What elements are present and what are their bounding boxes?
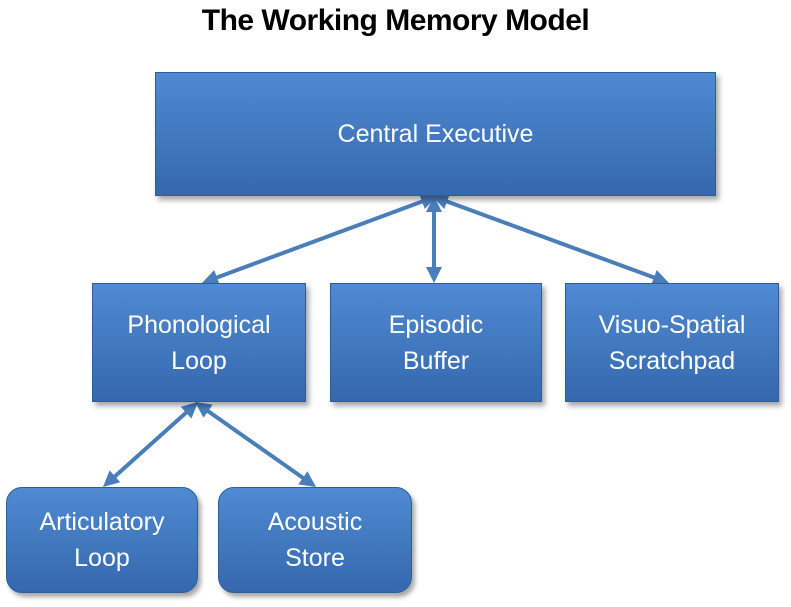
diagram-title: The Working Memory Model — [201, 4, 590, 37]
articulatory-loop-box: Articulatory Loop — [6, 487, 198, 593]
visuo-spatial-scratchpad-box: Visuo-Spatial Scratchpad — [565, 283, 779, 402]
phonological-loop-label: Phonological Loop — [127, 310, 271, 375]
central-executive-box: Central Executive — [155, 72, 716, 196]
arrow-central-executive-to-phonological-loop — [202, 194, 437, 285]
phonological-loop-box: Phonological Loop — [92, 283, 306, 402]
episodic-buffer-box: Episodic Buffer — [330, 283, 542, 402]
central-executive-label: Central Executive — [337, 120, 534, 148]
arrow-central-executive-to-episodic-buffer — [426, 196, 442, 283]
arrow-phonological-loop-to-acoustic-store — [195, 402, 316, 487]
visuo-spatial-scratchpad-label: Visuo-Spatial Scratchpad — [598, 310, 746, 375]
acoustic-store-box: Acoustic Store — [218, 487, 412, 593]
arrow-phonological-loop-to-articulatory-loop — [103, 402, 198, 487]
episodic-buffer-label: Episodic Buffer — [388, 310, 484, 375]
articulatory-loop-label: Articulatory Loop — [39, 508, 165, 572]
arrow-central-executive-to-visuo-spatial-scratchpad — [432, 194, 669, 285]
acoustic-store-label: Acoustic Store — [267, 508, 363, 572]
